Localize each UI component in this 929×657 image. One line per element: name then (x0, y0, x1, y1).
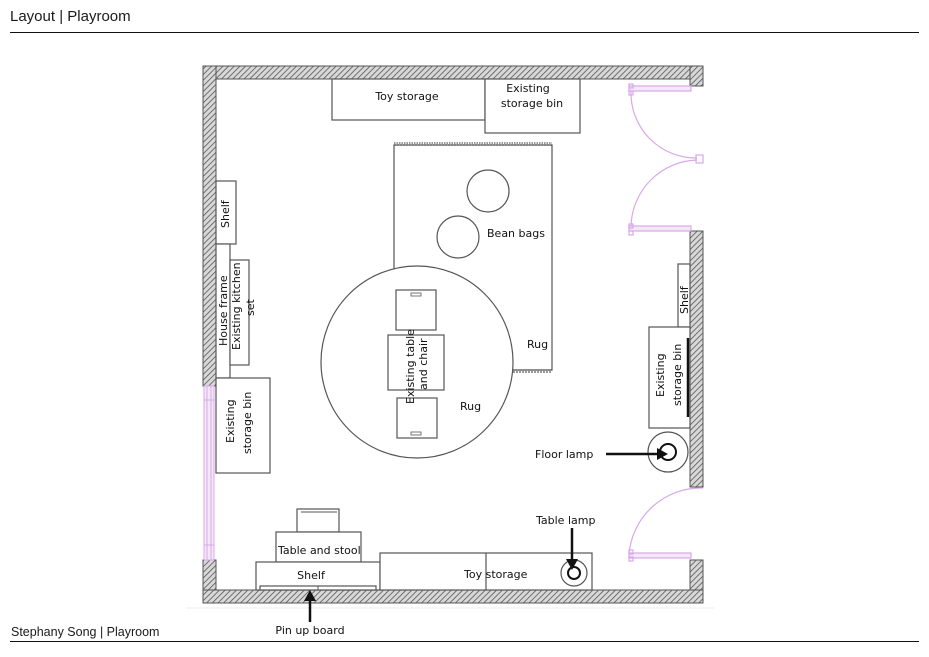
label-bin-right-1: Existing (654, 353, 667, 397)
toy-storage-top (331, 78, 486, 121)
label-shelf-left: Shelf (219, 199, 232, 228)
label-pin-board: Pin up board (275, 624, 344, 637)
label-kitchen-1: Existing kitchen (230, 262, 243, 350)
rug-fringe (394, 142, 552, 373)
label-bin-right-2: storage bin (671, 344, 684, 406)
footer-text: Stephany Song | Playroom (11, 625, 160, 639)
label-table-chair-2: and chair (417, 338, 430, 390)
existing-storage-bin-left (215, 377, 271, 474)
footer-divider (10, 641, 919, 642)
page-title: Layout | Playroom (10, 8, 131, 25)
label-floor-lamp: Floor lamp (535, 448, 593, 461)
label-bean-bags: Bean bags (487, 227, 545, 240)
floor-lamp-icon (647, 431, 689, 473)
label-existing-bin-top-1: Existing (506, 82, 550, 95)
label-table-chair-1: Existing table (404, 329, 417, 404)
label-toy-storage-top: Toy storage (374, 90, 439, 103)
bean-bag-1 (466, 169, 510, 213)
label-existing-bin-top-2: storage bin (501, 97, 563, 110)
existing-table (387, 334, 445, 391)
label-rug-rect: Rug (527, 338, 548, 351)
window-left (203, 385, 215, 561)
door-right-lower (628, 487, 704, 562)
shelf-bottom (255, 561, 381, 591)
chair-top (395, 289, 437, 331)
label-kitchen-2: set (244, 299, 257, 316)
arrow-table-lamp (566, 528, 578, 570)
label-house-frame: House frame (217, 275, 230, 346)
label-table-stool: Table and stool (277, 544, 361, 557)
label-rug-round: Rug (460, 400, 481, 413)
existing-storage-bin-right (648, 326, 691, 429)
label-toy-storage-bottom: Toy storage (463, 568, 528, 581)
label-shelf-bottom: Shelf (297, 569, 326, 582)
arrow-floor-lamp (606, 448, 668, 460)
arrow-pin-board (304, 590, 316, 622)
label-bin-left-1: Existing (224, 399, 237, 443)
existing-kitchen-set (229, 259, 250, 366)
bean-bag-2 (436, 215, 480, 259)
existing-storage-bin-top (484, 78, 581, 134)
label-bin-left-2: storage bin (241, 392, 254, 454)
chair-bottom (396, 397, 438, 439)
header-divider (10, 32, 919, 33)
label-table-lamp: Table lamp (535, 514, 595, 527)
door-right-upper (628, 83, 704, 236)
label-shelf-right: Shelf (678, 285, 691, 314)
walls (202, 65, 704, 604)
